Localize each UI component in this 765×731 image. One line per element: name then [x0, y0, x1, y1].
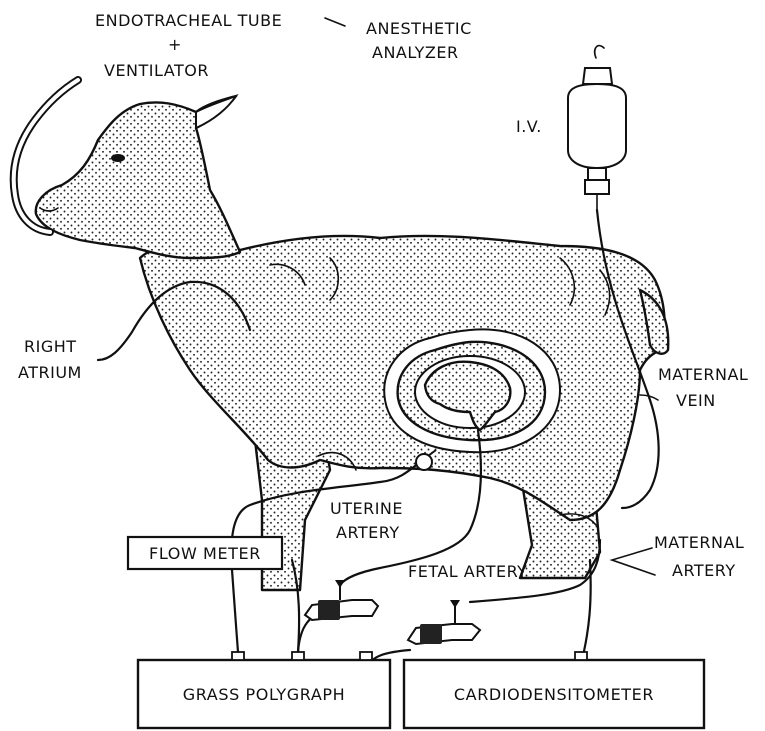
- uterus-illustration: [384, 329, 560, 452]
- plus-label: +: [168, 35, 182, 54]
- endotracheal-tube-label: ENDOTRACHEAL TUBE: [95, 11, 282, 30]
- right-atrium-label-2: ATRIUM: [18, 363, 82, 382]
- maternal-vein-label-2: VEIN: [676, 391, 716, 410]
- maternal-artery-label-1: MATERNAL: [654, 533, 744, 552]
- maternal-vein-label-1: MATERNAL: [658, 365, 748, 384]
- flow-meter-box: FLOW METER: [128, 537, 282, 569]
- pressure-transducer-2: [408, 600, 480, 644]
- ventilator-label: VENTILATOR: [104, 61, 209, 80]
- cardiodensitometer-box: CARDIODENSITOMETER: [404, 652, 704, 728]
- grass-polygraph-label: GRASS POLYGRAPH: [183, 685, 346, 704]
- fetal-artery-label: FETAL ARTERY: [408, 562, 527, 581]
- iv-label: I.V.: [516, 117, 542, 136]
- uterine-artery-label-2: ARTERY: [336, 523, 400, 542]
- maternal-artery-pointer: [612, 548, 655, 575]
- sheep-eye: [111, 154, 125, 162]
- grass-polygraph-box: GRASS POLYGRAPH: [138, 652, 390, 728]
- right-atrium-label-1: RIGHT: [24, 337, 77, 356]
- iv-bottle: [568, 46, 626, 210]
- analyzer-label: ANALYZER: [372, 43, 459, 62]
- analyzer-dash: [325, 18, 345, 26]
- flow-meter-label: FLOW METER: [149, 544, 261, 563]
- maternal-artery-label-2: ARTERY: [672, 561, 736, 580]
- uterine-artery-label-1: UTERINE: [330, 499, 403, 518]
- anesthetic-label: ANESTHETIC: [366, 19, 472, 38]
- cardiodensitometer-label: CARDIODENSITOMETER: [454, 685, 654, 704]
- pressure-transducer-1: [305, 580, 378, 620]
